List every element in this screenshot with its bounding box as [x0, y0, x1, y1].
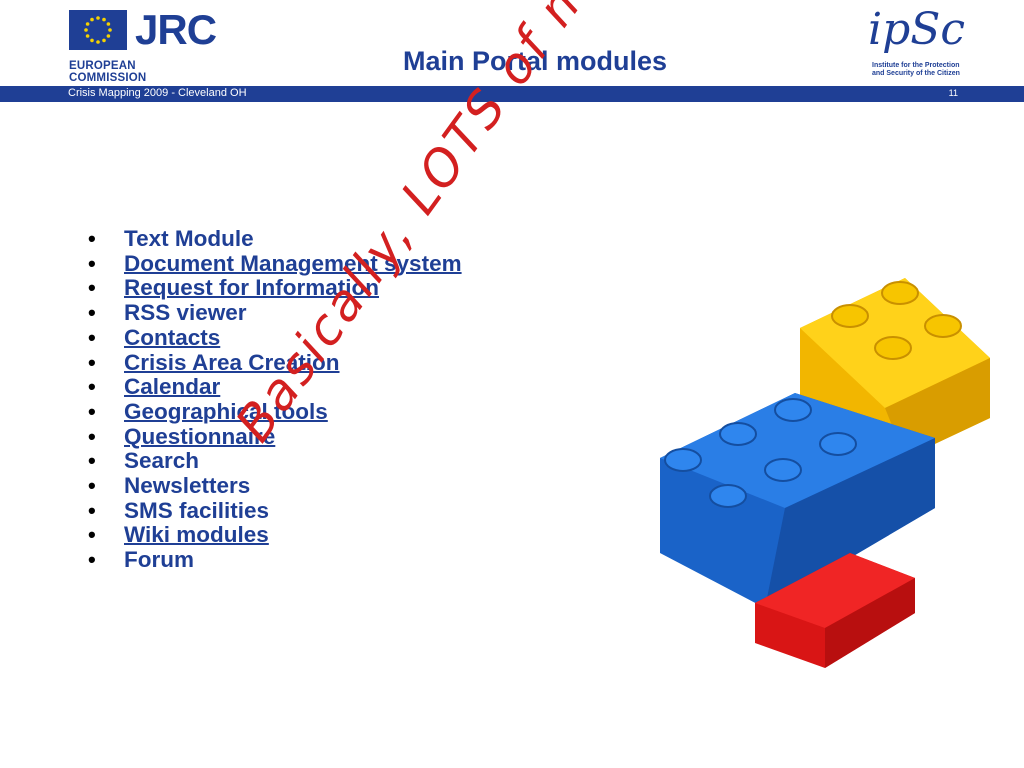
ipsc-wordmark: ipSc	[868, 4, 966, 55]
module-link[interactable]: Calendar	[124, 374, 221, 400]
module-item[interactable]: Crisis Area Creation	[88, 349, 462, 376]
module-item: Newsletters	[88, 473, 462, 499]
jrc-subtitle: EUROPEAN COMMISSION	[69, 60, 147, 84]
module-item[interactable]: Wiki modules	[88, 522, 462, 548]
module-item[interactable]: Geographical tools	[88, 398, 462, 425]
jrc-logo: JRC EUROPEAN COMMISSION	[69, 6, 217, 84]
module-link[interactable]: Questionnaire	[124, 423, 276, 449]
eu-flag-icon	[69, 10, 127, 50]
module-item: Forum	[88, 547, 462, 573]
module-link[interactable]: Document Management system	[124, 250, 462, 276]
module-item[interactable]: Document Management system	[88, 250, 462, 277]
ipsc-logo: ipSc Institute for the Protection and Se…	[868, 4, 968, 80]
module-item[interactable]: Calendar	[88, 374, 462, 400]
module-item: SMS facilities	[88, 497, 462, 524]
module-item: Search	[88, 448, 462, 474]
module-list: Text ModuleDocument Management systemReq…	[88, 226, 462, 573]
module-item[interactable]: Request for Information	[88, 275, 462, 301]
module-link[interactable]: Wiki modules	[124, 522, 269, 548]
module-label: Search	[124, 448, 200, 474]
page-number: 11	[948, 88, 958, 98]
module-label: Newsletters	[124, 473, 251, 499]
module-link[interactable]: Geographical tools	[124, 398, 328, 424]
lego-bricks-image	[660, 278, 990, 668]
event-label: Crisis Mapping 2009 - Cleveland OH	[68, 87, 247, 99]
module-label: Text Module	[124, 226, 254, 251]
module-item[interactable]: Contacts	[88, 324, 462, 351]
module-link[interactable]: Request for Information	[124, 275, 380, 301]
page-title: Main Portal modules	[402, 46, 668, 76]
module-item: RSS viewer	[88, 300, 462, 326]
module-label: RSS viewer	[124, 300, 247, 326]
module-item: Text Module	[88, 226, 462, 252]
header-bar: Crisis Mapping 2009 - Cleveland OH 11	[0, 86, 1024, 102]
module-label: SMS facilities	[124, 497, 270, 523]
module-link[interactable]: Crisis Area Creation	[124, 349, 340, 375]
module-item[interactable]: Questionnaire	[88, 423, 462, 450]
module-link[interactable]: Contacts	[124, 324, 221, 350]
jrc-wordmark: JRC	[135, 6, 217, 53]
ipsc-subtitle: Institute for the Protection and Securit…	[872, 62, 960, 77]
module-label: Forum	[124, 547, 194, 573]
